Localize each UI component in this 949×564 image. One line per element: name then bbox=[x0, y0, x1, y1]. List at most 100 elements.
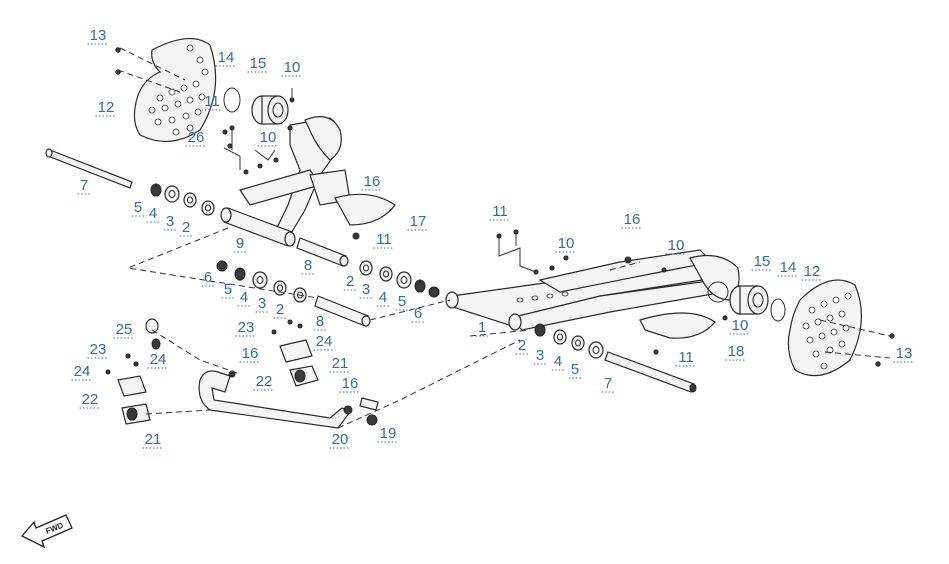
callout-24: 24 bbox=[71, 363, 93, 381]
callout-number: 5 bbox=[398, 293, 406, 310]
callout-23: 23 bbox=[87, 341, 109, 359]
stabilizer-bar-20 bbox=[198, 370, 351, 429]
mount-bracket-right-22 bbox=[271, 319, 313, 363]
callout-10: 10 bbox=[729, 317, 751, 335]
swing-arm-frame bbox=[445, 249, 740, 331]
right-snap-ring bbox=[770, 298, 786, 322]
callout-number: 23 bbox=[90, 341, 107, 358]
callout-15: 15 bbox=[247, 55, 269, 73]
callout-8: 8 bbox=[313, 313, 327, 331]
callout-1: 1 bbox=[475, 319, 489, 337]
mount-bracket-left-21 bbox=[121, 403, 151, 425]
callout-number: 16 bbox=[242, 345, 259, 362]
callout-number: 25 bbox=[116, 321, 133, 338]
callout-number: 16 bbox=[364, 173, 381, 190]
callout-number: 18 bbox=[728, 343, 745, 360]
callout-number: 15 bbox=[754, 253, 771, 270]
right-bushing-stack bbox=[534, 323, 604, 359]
callout-number: 6 bbox=[204, 269, 212, 286]
callout-21: 21 bbox=[329, 355, 351, 373]
callout-number: 7 bbox=[80, 177, 88, 194]
callout-12: 12 bbox=[801, 263, 823, 281]
callout-number: 20 bbox=[332, 431, 349, 448]
callout-number: 9 bbox=[236, 235, 244, 252]
right-guard-18 bbox=[639, 312, 716, 355]
left-bushing-stack-upper bbox=[150, 183, 215, 216]
callout-number: 11 bbox=[376, 231, 392, 248]
callout-number: 10 bbox=[558, 235, 575, 252]
callout-number: 3 bbox=[258, 295, 266, 312]
callout-number: 11 bbox=[678, 349, 694, 366]
callout-number: 15 bbox=[250, 55, 267, 72]
callout-number: 10 bbox=[284, 59, 301, 76]
left-bolts-26 bbox=[222, 97, 295, 175]
callout-4: 4 bbox=[237, 289, 251, 307]
sleeve-8-lower bbox=[314, 295, 371, 327]
callout-2: 2 bbox=[515, 337, 529, 355]
callout-7: 7 bbox=[601, 375, 615, 393]
callout-number: 8 bbox=[304, 257, 312, 274]
callout-10: 10 bbox=[665, 237, 687, 255]
callout-2: 2 bbox=[179, 219, 193, 237]
callout-number: 10 bbox=[260, 129, 277, 146]
callout-number: 24 bbox=[150, 351, 167, 368]
callout-number: 5 bbox=[571, 361, 579, 378]
fwd-arrow-icon: FWD bbox=[20, 514, 73, 549]
callout-number: 2 bbox=[346, 273, 354, 290]
callout-number: 10 bbox=[668, 237, 685, 254]
mid-bushing-stack-right bbox=[359, 260, 440, 298]
callout-number: 16 bbox=[624, 211, 641, 228]
callout-5: 5 bbox=[221, 281, 235, 299]
callout-number: 3 bbox=[362, 281, 370, 298]
right-pivot-shaft bbox=[604, 351, 697, 393]
sleeve-8-upper bbox=[296, 237, 349, 267]
callout-number: 7 bbox=[604, 375, 612, 392]
callout-number: 1 bbox=[478, 319, 486, 336]
callout-number: 22 bbox=[82, 391, 99, 408]
callout-number: 24 bbox=[316, 333, 333, 350]
callout-6: 6 bbox=[201, 269, 215, 287]
callout-2: 2 bbox=[343, 273, 357, 291]
callout-5: 5 bbox=[568, 361, 582, 379]
callout-13: 13 bbox=[87, 27, 109, 45]
callout-16: 16 bbox=[239, 345, 261, 363]
callout-26: 26 bbox=[185, 129, 207, 147]
callout-3: 3 bbox=[533, 347, 547, 365]
callout-24: 24 bbox=[147, 351, 169, 369]
callout-16: 16 bbox=[621, 211, 643, 229]
callout-number: 19 bbox=[380, 425, 397, 442]
callout-number: 2 bbox=[182, 219, 190, 236]
left-bearing-hub bbox=[251, 95, 289, 125]
callout-11: 11 bbox=[675, 349, 697, 367]
callout-number: 13 bbox=[90, 27, 107, 44]
callout-number: 22 bbox=[256, 373, 273, 390]
callout-9: 9 bbox=[233, 235, 247, 253]
callout-number: 26 bbox=[188, 129, 205, 146]
callout-16: 16 bbox=[339, 375, 361, 393]
callout-14: 14 bbox=[215, 49, 237, 67]
callout-number: 11 bbox=[492, 203, 508, 220]
callout-10: 10 bbox=[281, 59, 303, 77]
callout-number: 13 bbox=[896, 345, 913, 362]
left-knuckle-bracket bbox=[239, 116, 396, 240]
callout-number: 2 bbox=[276, 301, 284, 318]
callout-number: 3 bbox=[536, 347, 544, 364]
callout-number: 4 bbox=[554, 353, 562, 370]
callout-4: 4 bbox=[376, 289, 390, 307]
callout-13: 13 bbox=[893, 345, 915, 363]
frame-bolts bbox=[496, 229, 728, 321]
callout-number: 8 bbox=[316, 313, 324, 330]
callout-number: 2 bbox=[518, 337, 526, 354]
left-snap-ring bbox=[223, 87, 241, 113]
callout-14: 14 bbox=[777, 259, 799, 277]
callout-number: 3 bbox=[166, 213, 174, 230]
callout-number: 5 bbox=[224, 281, 232, 298]
callout-18: 18 bbox=[725, 343, 747, 361]
bushing-25 bbox=[145, 318, 161, 350]
callout-number: 6 bbox=[414, 305, 422, 322]
callout-3: 3 bbox=[255, 295, 269, 313]
callout-15: 15 bbox=[751, 253, 773, 271]
callout-4: 4 bbox=[551, 353, 565, 371]
callout-2: 2 bbox=[273, 301, 287, 319]
